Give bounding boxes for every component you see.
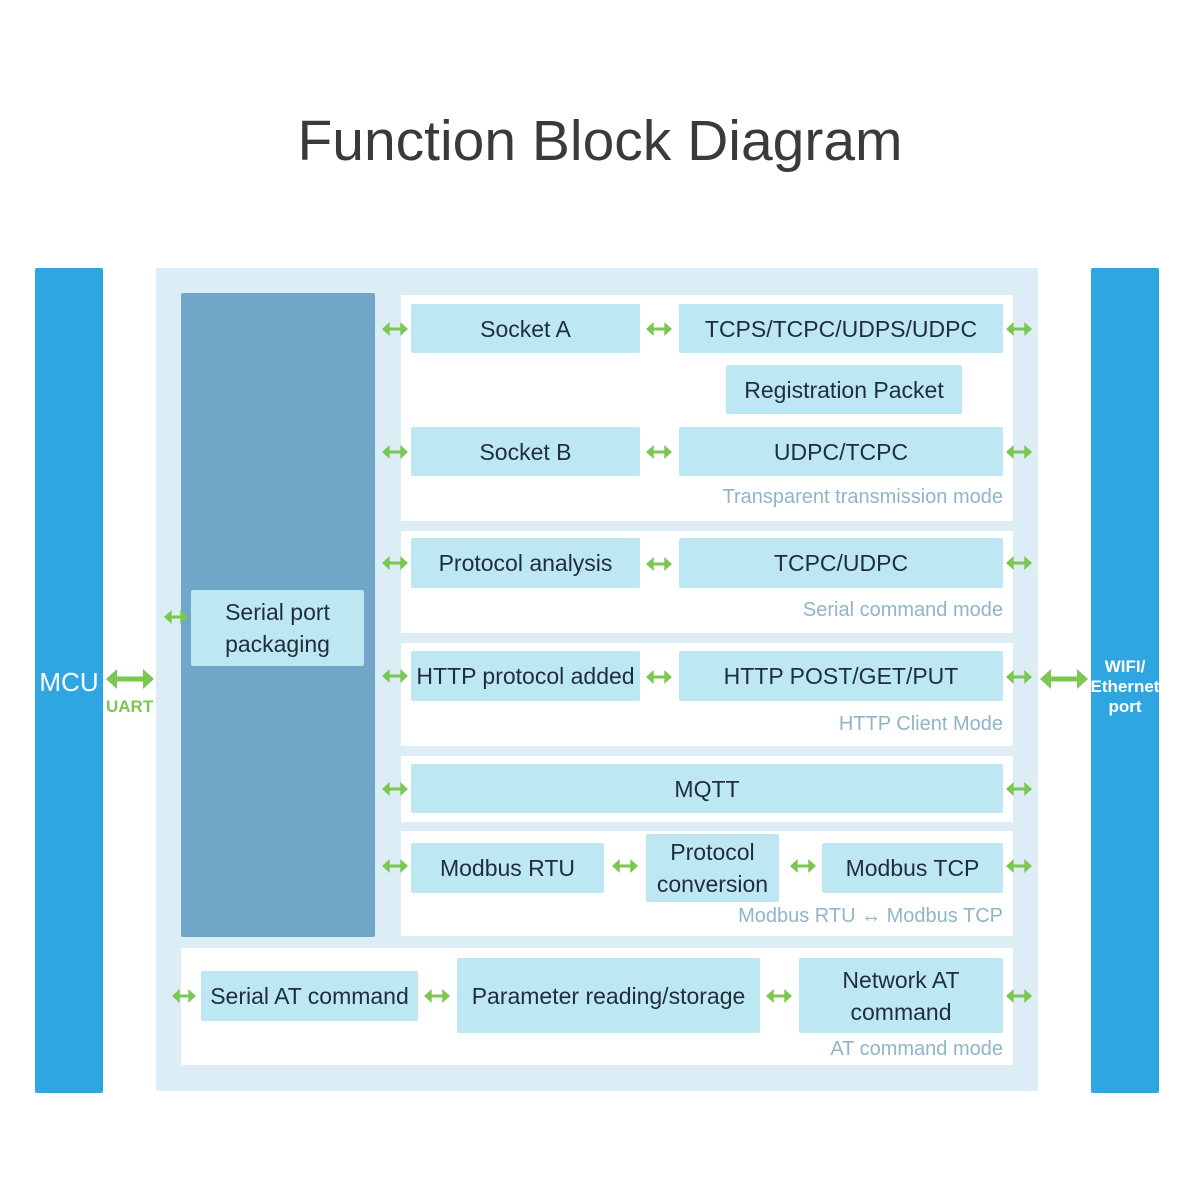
- tcpc-udpc-box: TCPC/UDPC: [679, 538, 1003, 588]
- registration-packet-box: Registration Packet: [726, 365, 962, 414]
- serial-at-command-box: Serial AT command: [201, 971, 418, 1021]
- arrow-serial-protocol-analysis: [382, 556, 408, 570]
- mcu-block: [35, 268, 103, 1093]
- arrow-tcpc-port: [1006, 556, 1032, 570]
- arrow-http-port: [1006, 670, 1032, 684]
- transparent-mode-label: Transparent transmission mode: [722, 486, 1004, 508]
- arrow-serial-socket-b: [382, 445, 408, 459]
- arrow-serial-modbus-rtu: [382, 859, 408, 873]
- parameter-reading-storage-box: Parameter reading/storage: [457, 958, 760, 1033]
- arrow-mqtt-port: [1006, 782, 1032, 796]
- network-at-command-box: Network AT command: [799, 958, 1003, 1033]
- arrow-param-network: [766, 989, 792, 1003]
- at-command-mode-label: AT command mode: [830, 1038, 1003, 1060]
- arrow-serial-mqtt: [382, 782, 408, 796]
- http-client-mode-label: HTTP Client Mode: [838, 713, 1003, 735]
- arrow-socket-a-protocol: [646, 322, 672, 336]
- arrow-network-at-port: [1006, 989, 1032, 1003]
- protocol-analysis-box: Protocol analysis: [411, 538, 640, 588]
- arrow-module-port: [1040, 669, 1088, 689]
- protocol-conversion-box: Protocol conversion: [646, 834, 779, 902]
- arrow-serial-at-param: [424, 989, 450, 1003]
- socket-a-protocol-box: TCPS/TCPC/UDPS/UDPC: [679, 304, 1003, 353]
- mqtt-box: MQTT: [411, 764, 1003, 813]
- arrow-http-methods: [646, 670, 672, 684]
- mcu-label: MCU: [39, 666, 99, 697]
- arrow-serial-http: [382, 669, 408, 683]
- socket-a-box: Socket A: [411, 304, 640, 353]
- modbus-mode-label: Modbus RTU ↔ Modbus TCP: [738, 905, 1003, 927]
- arrow-conversion-tcp: [790, 859, 816, 873]
- arrow-serial-socket-a: [382, 322, 408, 336]
- arrow-socket-b-protocol: [646, 445, 672, 459]
- arrow-mcu-module: [106, 669, 154, 689]
- arrow-packaging-mcu: [164, 610, 188, 624]
- serial-command-mode-label: Serial command mode: [802, 599, 1003, 621]
- http-protocol-added-box: HTTP protocol added: [411, 651, 640, 701]
- modbus-rtu-box: Modbus RTU: [411, 843, 604, 893]
- wifi-ethernet-port-block: [1091, 268, 1159, 1093]
- arrow-modbus-port: [1006, 859, 1032, 873]
- arrow-rtu-conversion: [612, 859, 638, 873]
- arrow-socket-b-port: [1006, 445, 1032, 459]
- serial-port-packaging-box: Serial port packaging: [191, 590, 364, 666]
- wifi-ethernet-port-label: WIFI/ Ethernet port: [1090, 657, 1160, 716]
- socket-b-protocol-box: UDPC/TCPC: [679, 427, 1003, 476]
- page-title: Function Block Diagram: [297, 109, 903, 173]
- socket-b-box: Socket B: [411, 427, 640, 476]
- uart-label: UART: [106, 697, 154, 716]
- arrow-mcu-serial-at: [172, 989, 196, 1003]
- arrow-socket-a-port: [1006, 322, 1032, 336]
- http-methods-box: HTTP POST/GET/PUT: [679, 651, 1003, 701]
- modbus-tcp-box: Modbus TCP: [822, 843, 1003, 893]
- arrow-analysis-tcpc: [646, 557, 672, 571]
